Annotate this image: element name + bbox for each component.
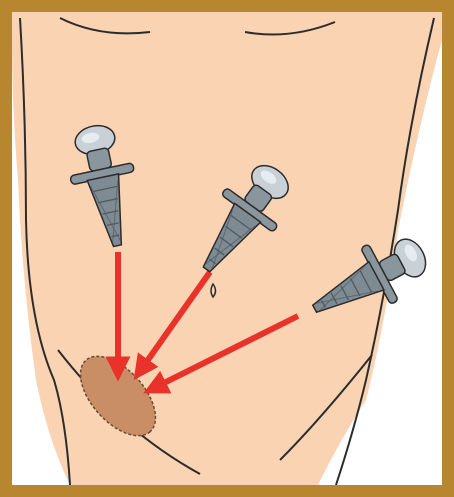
laparoscopy-illustration xyxy=(0,0,454,497)
illustration-svg xyxy=(0,0,454,497)
